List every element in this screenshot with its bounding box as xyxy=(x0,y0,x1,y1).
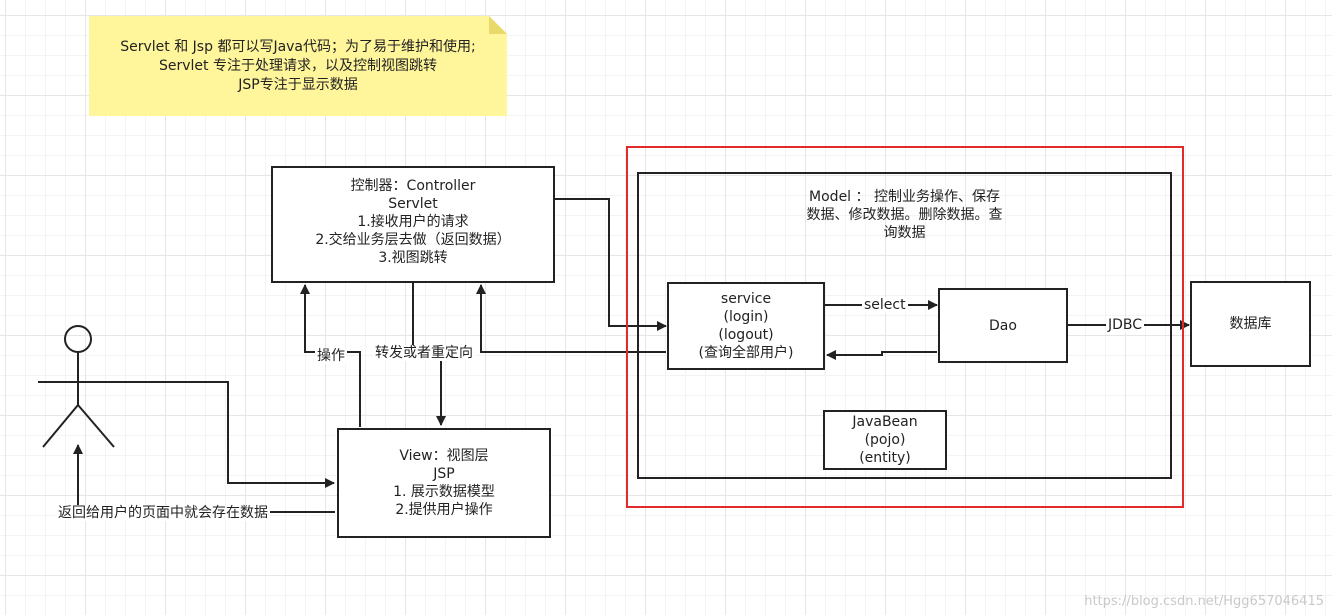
edge-view-to-user xyxy=(73,444,335,513)
edge-user-to-view xyxy=(118,381,335,488)
sticky-note: Servlet 和 Jsp 都可以写Java代码；为了易于维护和使用; Serv… xyxy=(89,16,507,116)
controller-step-2: 2.交给业务层去做（返回数据） xyxy=(315,231,511,248)
database-box[interactable]: 数据库 xyxy=(1190,281,1311,367)
javabean-entity: (entity) xyxy=(859,450,911,466)
edge-label-jdbc: JDBC xyxy=(1106,317,1145,333)
note-line-2: Servlet 专注于处理请求，以及控制视图跳转 xyxy=(159,57,437,74)
javabean-box[interactable]: JavaBean (pojo) (entity) xyxy=(823,410,947,470)
dao-box[interactable]: Dao xyxy=(938,288,1068,363)
controller-servlet: Servlet xyxy=(388,195,438,212)
edge-service-to-controller xyxy=(476,284,666,353)
edge-label-operate: 操作 xyxy=(315,348,347,364)
model-description: Model ： 控制业务操作、保存数据、修改数据。删除数据。查询数据 xyxy=(806,189,1003,241)
edge-dao-to-service xyxy=(826,350,937,360)
view-step-1: 1. 展示数据模型 xyxy=(393,484,495,500)
view-jsp: JSP xyxy=(433,466,455,482)
dao-label: Dao xyxy=(989,317,1017,334)
note-line-1: Servlet 和 Jsp 都可以写Java代码；为了易于维护和使用; xyxy=(120,38,476,55)
note-line-3: JSP专注于显示数据 xyxy=(238,76,358,93)
controller-title: 控制器：Controller xyxy=(350,177,476,194)
service-login: (login) xyxy=(723,309,769,325)
controller-box[interactable]: 控制器：Controller Servlet 1.接收用户的请求 2.交给业务层… xyxy=(271,166,555,283)
controller-step-1: 1.接收用户的请求 xyxy=(357,213,469,230)
service-logout: (logout) xyxy=(718,327,774,343)
edge-label-return-data: 返回给用户的页面中就会存在数据 xyxy=(56,505,270,521)
service-query-all: (查询全部用户) xyxy=(698,345,794,361)
database-label: 数据库 xyxy=(1229,316,1272,332)
user-actor-icon xyxy=(38,325,118,448)
view-step-2: 2.提供用户操作 xyxy=(395,502,493,518)
view-title: View：视图层 xyxy=(399,448,489,464)
controller-step-3: 3.视图跳转 xyxy=(378,249,448,266)
model-box[interactable]: Model ： 控制业务操作、保存数据、修改数据。删除数据。查询数据 xyxy=(637,172,1172,479)
service-title: service xyxy=(720,291,772,307)
javabean-pojo: (pojo) xyxy=(864,432,906,448)
model-highlight-frame xyxy=(626,146,1184,508)
javabean-title: JavaBean xyxy=(852,414,918,430)
edge-label-forward-redirect: 转发或者重定向 xyxy=(373,345,475,361)
watermark-text: https://blog.csdn.net/Hgg657046415 xyxy=(1084,594,1324,609)
edge-label-select: select xyxy=(862,297,908,313)
service-box[interactable]: service (login) (logout) (查询全部用户) xyxy=(667,282,825,370)
view-box[interactable]: View：视图层 JSP 1. 展示数据模型 2.提供用户操作 xyxy=(337,428,551,538)
